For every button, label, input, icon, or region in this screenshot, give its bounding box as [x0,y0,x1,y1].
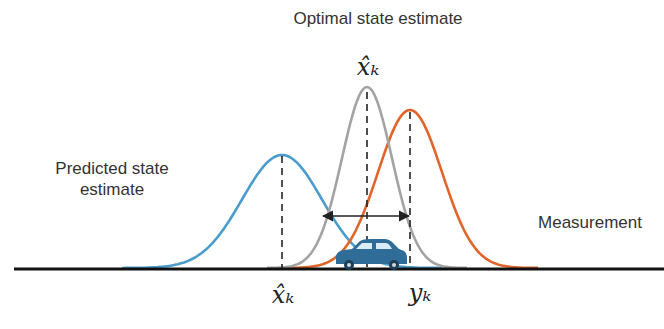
measurement-label: Measurement [525,212,655,233]
ground-axis [14,268,664,271]
measurement-curve [282,110,538,268]
title-label: Optimal state estimate [248,8,508,29]
predicted-label: Predicted state estimate [37,158,187,201]
difference-arrow [323,215,409,217]
estimate-symbol: x̂ₖ [338,52,398,82]
dashed-marker [281,156,283,268]
optimal-curve [267,87,467,268]
measurement-symbol: yₖ [390,278,450,308]
estimate-symbol: x̂ₖ [253,280,313,310]
car-icon [336,239,407,270]
dashed-marker [409,112,411,268]
